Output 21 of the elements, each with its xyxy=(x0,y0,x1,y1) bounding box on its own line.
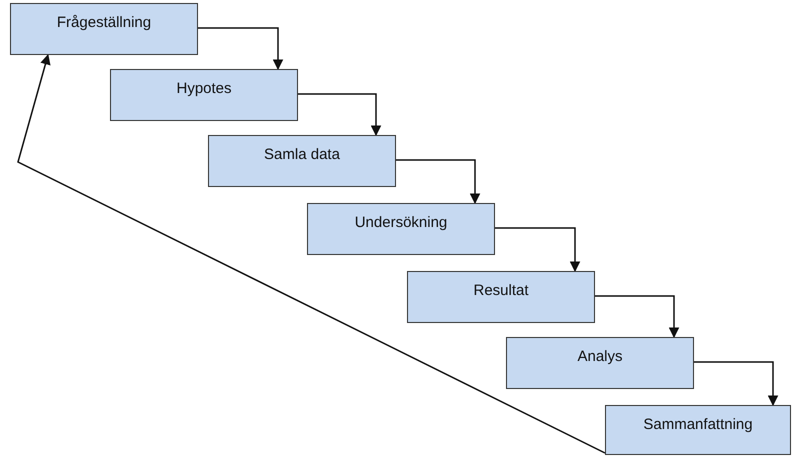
arrow xyxy=(198,27,284,70)
process-box xyxy=(208,135,396,187)
process-box xyxy=(307,203,495,255)
step-label: Samla data xyxy=(264,146,340,163)
step-label: Sammanfattning xyxy=(643,416,753,433)
step-label: Hypotes xyxy=(176,80,232,97)
step-label: Undersökning xyxy=(354,214,448,231)
process-box xyxy=(407,271,595,323)
step-label: Resultat xyxy=(473,282,529,299)
process-box xyxy=(110,69,298,121)
step-label: Analys xyxy=(577,348,623,365)
arrow xyxy=(17,54,606,454)
step-label: Frågeställning xyxy=(56,14,152,31)
process-box xyxy=(605,405,791,455)
arrow xyxy=(694,361,778,406)
process-box xyxy=(506,337,694,389)
arrow xyxy=(396,159,480,204)
arrow xyxy=(595,295,680,338)
arrow xyxy=(298,93,382,136)
arrow xyxy=(495,227,580,272)
process-box xyxy=(10,3,198,55)
